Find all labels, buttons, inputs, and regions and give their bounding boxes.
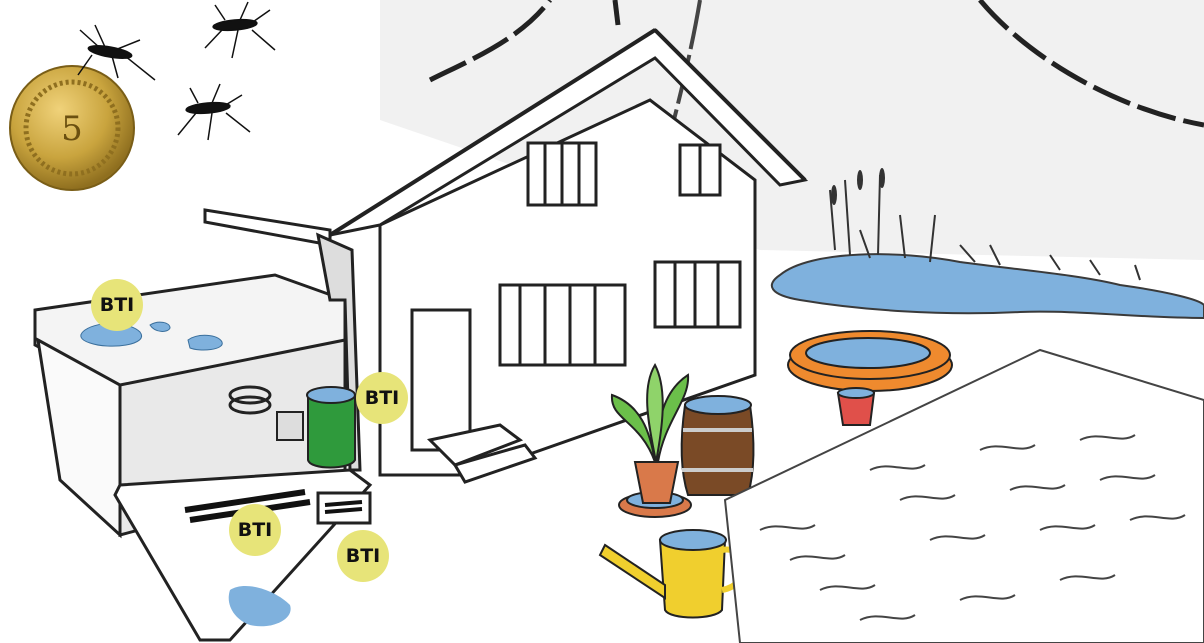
svg-text:5: 5 xyxy=(61,109,83,149)
bti-marker-garage-roof: BTI xyxy=(91,279,143,331)
bti-marker-rain-barrel: BTI xyxy=(356,372,408,424)
mosquito-icon xyxy=(178,84,250,140)
green-rain-barrel xyxy=(307,387,355,468)
mosquito-icon xyxy=(205,2,275,58)
bti-label: BTI xyxy=(346,545,381,567)
paddling-pool xyxy=(788,331,952,391)
red-bucket xyxy=(838,388,874,425)
swiss-5-rappen-coin: 5 xyxy=(10,66,134,190)
bti-label: BTI xyxy=(238,519,273,541)
bti-label: BTI xyxy=(365,387,400,409)
yellow-watering-can xyxy=(600,530,744,618)
overhead-cable xyxy=(615,0,618,25)
bti-label: BTI xyxy=(100,294,135,316)
bti-marker-floor-drain: BTI xyxy=(337,530,389,582)
bti-marker-gutter-drain: BTI xyxy=(229,504,281,556)
vegetable-bed xyxy=(725,350,1204,643)
wooden-barrel xyxy=(682,396,754,495)
bucket xyxy=(277,412,303,440)
